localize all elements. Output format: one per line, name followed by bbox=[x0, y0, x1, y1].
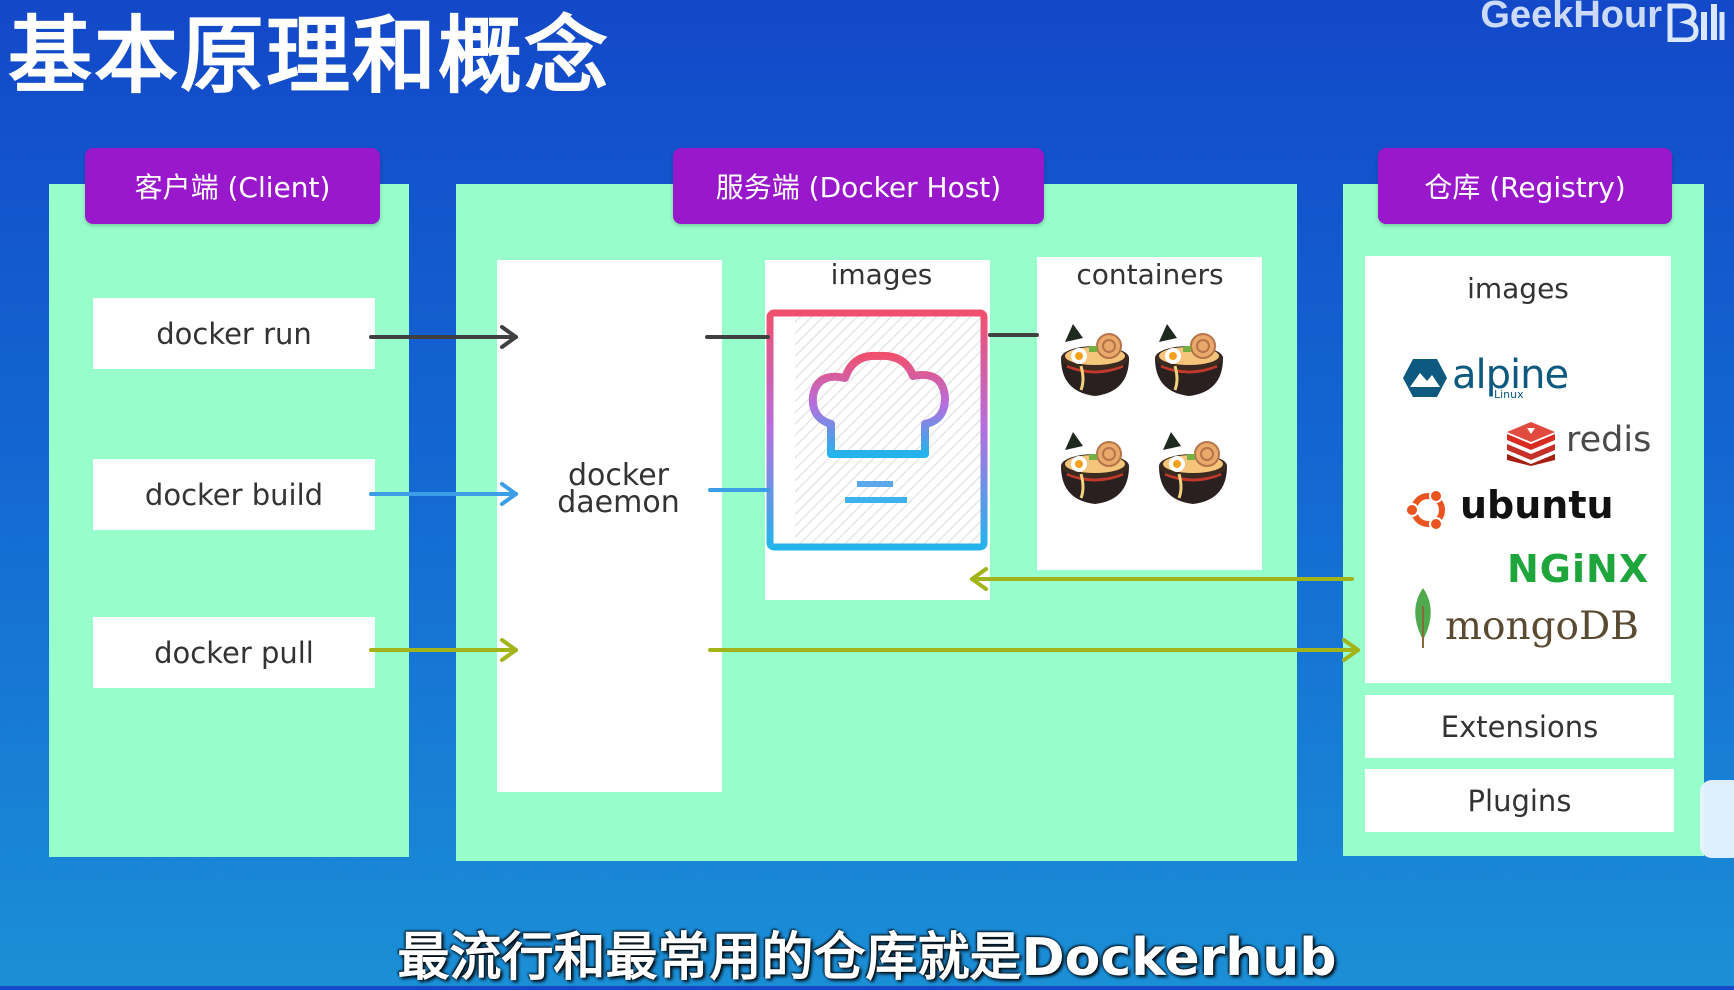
alpine-logo: alpine bbox=[1452, 352, 1569, 398]
registry-images-label: images bbox=[1467, 272, 1569, 305]
tv-icon[interactable] bbox=[1700, 780, 1734, 858]
chef-hat-icon bbox=[808, 351, 949, 458]
plugins-box: Plugins bbox=[1365, 769, 1674, 832]
docker-build-command: docker build bbox=[93, 459, 375, 530]
brand-watermark: GeekHour bbox=[1480, 0, 1662, 36]
containers-box bbox=[1037, 257, 1262, 570]
bilibili-icon bbox=[1664, 0, 1726, 43]
host-images-label: images bbox=[830, 258, 933, 291]
ubuntu-logo: ubuntu bbox=[1460, 483, 1614, 527]
docker-run-command: docker run bbox=[93, 298, 375, 369]
containers-label: containers bbox=[1076, 258, 1224, 291]
mongodb-leaf-icon bbox=[1408, 586, 1438, 654]
recipe-book-icon bbox=[765, 306, 990, 552]
docker-pull-command: docker pull bbox=[93, 617, 375, 688]
alpine-logo-icon bbox=[1402, 357, 1448, 403]
redis-logo: redis bbox=[1566, 420, 1652, 460]
registry-header: 仓库 (Registry) bbox=[1378, 148, 1672, 224]
mongodb-logo: mongoDB bbox=[1445, 604, 1639, 649]
docker-host-header: 服务端 (Docker Host) bbox=[673, 148, 1044, 224]
subtitle-caption: 最流行和最常用的仓库就是Dockerhub bbox=[397, 928, 1337, 988]
page-title: 基本原理和概念 bbox=[8, 7, 611, 105]
client-header: 客户端 (Client) bbox=[85, 148, 380, 224]
alpine-linux-label: Linux bbox=[1494, 388, 1524, 401]
redis-logo-icon bbox=[1505, 422, 1557, 470]
docker-daemon-box bbox=[497, 260, 722, 792]
extensions-box: Extensions bbox=[1365, 695, 1674, 758]
ubuntu-logo-icon bbox=[1404, 486, 1452, 538]
docker-daemon-label: docker daemon bbox=[557, 458, 680, 520]
nginx-logo: NGiNX bbox=[1507, 547, 1650, 591]
